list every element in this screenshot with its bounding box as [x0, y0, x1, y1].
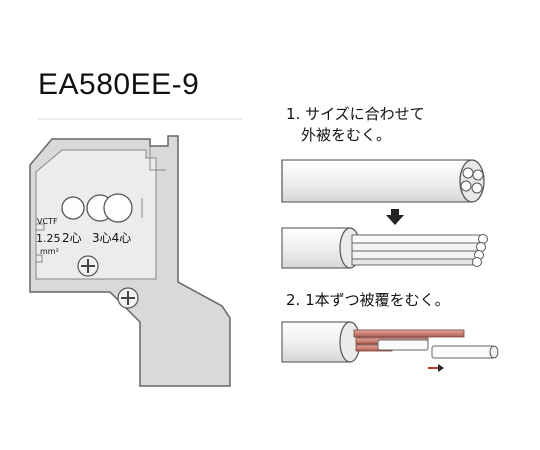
- tool-size-label: 1.25: [36, 232, 61, 245]
- step-1-cable: [281, 159, 485, 203]
- screw-icon: [77, 255, 99, 277]
- step-1-result: [281, 227, 488, 269]
- hole-2-core: [61, 196, 85, 220]
- stripper-tool: VCTF 1.25 mm² 2心 3心4心: [29, 118, 242, 387]
- tool-2core-label: 2心: [62, 231, 82, 245]
- model-number: EA580EE-9: [38, 68, 200, 101]
- tool-unit-label: mm²: [40, 247, 59, 256]
- step-2-caption: 2. 1本ずつ被覆をむく。: [286, 291, 450, 309]
- tool-vctf-label: VCTF: [37, 217, 58, 226]
- step-1-caption: 1. サイズに合わせて 外被をむく。: [286, 104, 425, 146]
- tool-3-4core-label: 3心4心: [92, 231, 131, 245]
- arrow-right-icon: [428, 364, 444, 372]
- hole-4-core: [103, 193, 133, 223]
- step-1-line-2: 外被をむく。: [301, 126, 392, 144]
- arrow-down-icon: [386, 209, 404, 225]
- screw-icon: [117, 287, 139, 309]
- step-2-cable: [281, 321, 499, 372]
- step-1-line-1: 1. サイズに合わせて: [286, 105, 425, 123]
